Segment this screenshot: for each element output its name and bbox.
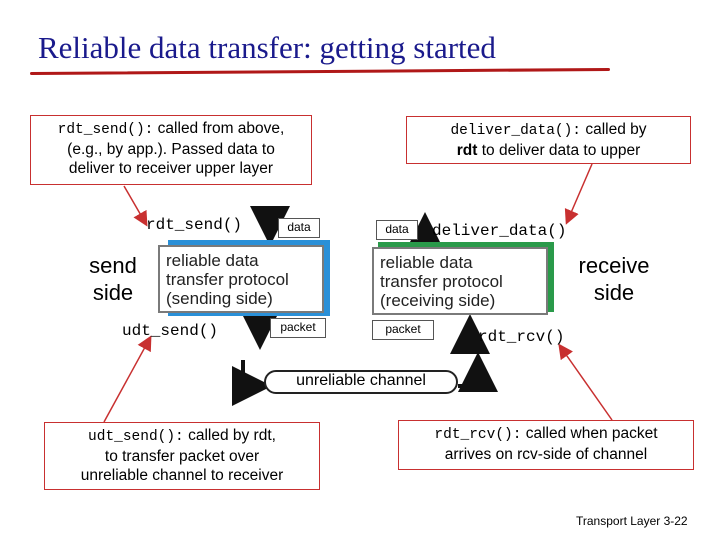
udt-send-function: udt_send() xyxy=(122,322,219,340)
receiver-protocol-line3: (receiving side) xyxy=(380,291,496,310)
sender-protocol-line3: (sending side) xyxy=(166,289,273,308)
deliver-data-note-bold: rdt xyxy=(456,142,478,159)
unreliable-channel: unreliable channel xyxy=(264,370,458,394)
rdt-send-note-line3: deliver to receiver upper layer xyxy=(68,160,274,177)
sender-protocol-box: reliable data transfer protocol (sending… xyxy=(158,245,324,313)
deliver-data-note-code: deliver_data(): xyxy=(450,123,582,139)
rdt-rcv-note-code: rdt_rcv(): xyxy=(434,427,522,443)
rdt-send-note-line2: (e.g., by app.). Passed data to xyxy=(67,141,275,158)
rdt-rcv-note: rdt_rcv(): called when packet arrives on… xyxy=(398,420,694,470)
sender-data-box: data xyxy=(278,218,320,238)
rdt-rcv-function: rdt_rcv() xyxy=(478,328,565,346)
receiver-protocol-line1: reliable data xyxy=(380,253,473,272)
rdt-send-function: rdt_send() xyxy=(146,216,243,234)
udt-send-pointer xyxy=(103,335,152,423)
udt-send-note-line1: called by rdt, xyxy=(183,427,276,444)
channel-right-bracket xyxy=(458,352,498,392)
slide-footer: Transport Layer 3-22 xyxy=(576,514,688,528)
slide-title: Reliable data transfer: getting started xyxy=(38,30,496,65)
deliver-data-note-line1: called by xyxy=(581,121,647,138)
receiver-data-box: data xyxy=(376,220,418,240)
receive-side-line1: receive xyxy=(578,253,650,278)
sender-protocol-line1: reliable data xyxy=(166,251,259,270)
rdt-send-note: rdt_send(): called from above, (e.g., by… xyxy=(30,115,312,185)
send-side-label: send side xyxy=(78,252,148,306)
rdt-send-note-code: rdt_send(): xyxy=(57,122,154,138)
rdt-send-pointer xyxy=(123,185,148,227)
channel-left-bracket xyxy=(232,360,272,406)
send-side-line2: side xyxy=(92,280,134,305)
udt-send-note-code: udt_send(): xyxy=(88,429,184,445)
rdt-rcv-pointer xyxy=(558,343,613,421)
rdt-rcv-note-line2: arrives on rcv-side of channel xyxy=(444,446,648,463)
rdt-send-note-line1: called from above, xyxy=(153,120,285,137)
sender-protocol-line2: transfer protocol xyxy=(166,270,289,289)
deliver-data-pointer xyxy=(564,163,593,225)
send-side-line1: send xyxy=(89,253,137,278)
receive-side-line2: side xyxy=(593,280,635,305)
udt-send-note: udt_send(): called by rdt, to transfer p… xyxy=(44,422,320,490)
sender-packet-box: packet xyxy=(270,318,326,338)
deliver-data-note-line2: to deliver data to upper xyxy=(477,142,641,159)
receiver-protocol-line2: transfer protocol xyxy=(380,272,503,291)
deliver-data-note: deliver_data(): called by rdt to deliver… xyxy=(406,116,691,164)
deliver-data-function: deliver_data() xyxy=(432,222,567,240)
receiver-protocol-box: reliable data transfer protocol (receivi… xyxy=(372,247,548,315)
rdt-rcv-note-line1: called when packet xyxy=(521,425,658,442)
udt-send-note-line2: to transfer packet over xyxy=(104,448,260,465)
receiver-packet-box: packet xyxy=(372,320,434,340)
receive-side-label: receive side xyxy=(568,252,660,306)
udt-send-note-line3: unreliable channel to receiver xyxy=(80,467,284,484)
